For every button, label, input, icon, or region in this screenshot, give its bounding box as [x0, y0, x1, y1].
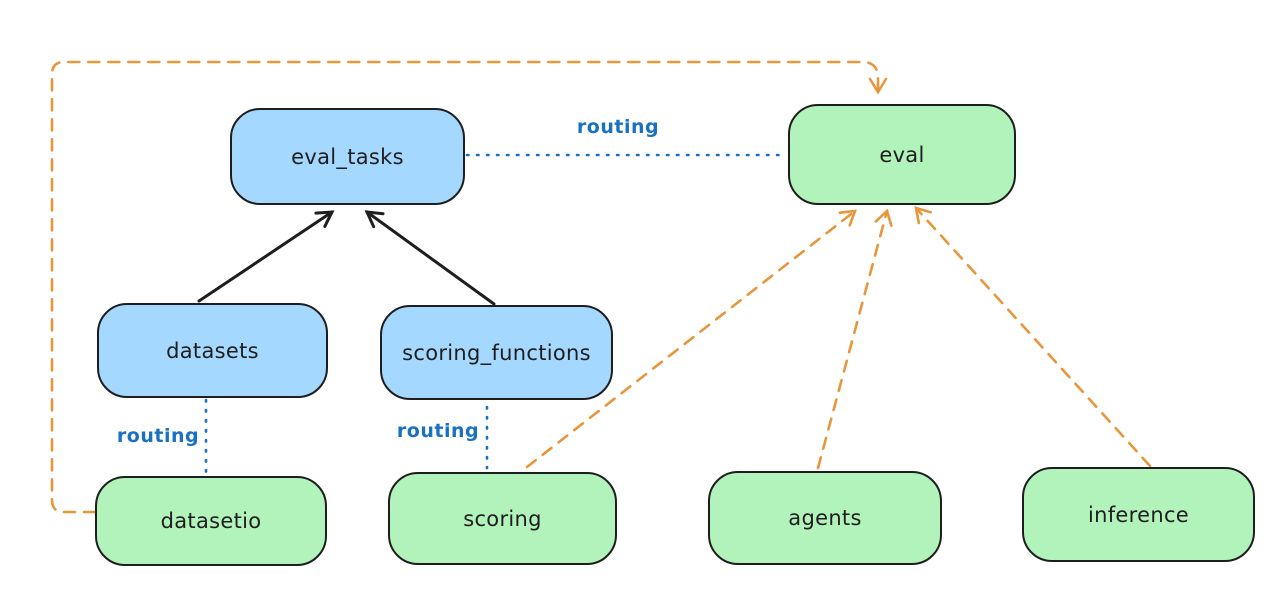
node-datasetio: datasetio [95, 476, 327, 566]
node-agents: agents [708, 471, 942, 565]
node-datasets-label: datasets [166, 338, 259, 363]
node-scoring-functions-label: scoring_functions [402, 340, 591, 365]
node-datasets: datasets [97, 303, 328, 398]
edge-label-routing-top: routing [576, 116, 660, 138]
edge-agents-to-eval [816, 208, 893, 470]
node-datasetio-label: datasetio [160, 509, 262, 533]
edge-scoring-functions-to-eval-tasks [364, 210, 496, 306]
edge-inference-to-eval [914, 206, 1152, 468]
node-scoring: scoring [388, 472, 617, 565]
node-eval-tasks: eval_tasks [230, 108, 465, 205]
node-eval-label: eval [879, 142, 925, 167]
node-scoring-label: scoring [463, 506, 542, 531]
edge-label-routing-left: routing [116, 425, 200, 447]
edge-label-routing-middle: routing [396, 420, 480, 442]
edge-datasets-to-eval-tasks [197, 210, 335, 303]
node-eval-tasks-label: eval_tasks [291, 144, 404, 169]
node-inference-label: inference [1087, 502, 1190, 527]
node-eval: eval [788, 104, 1016, 205]
node-inference: inference [1022, 467, 1255, 562]
node-agents-label: agents [788, 506, 862, 530]
node-scoring-functions: scoring_functions [380, 305, 613, 400]
